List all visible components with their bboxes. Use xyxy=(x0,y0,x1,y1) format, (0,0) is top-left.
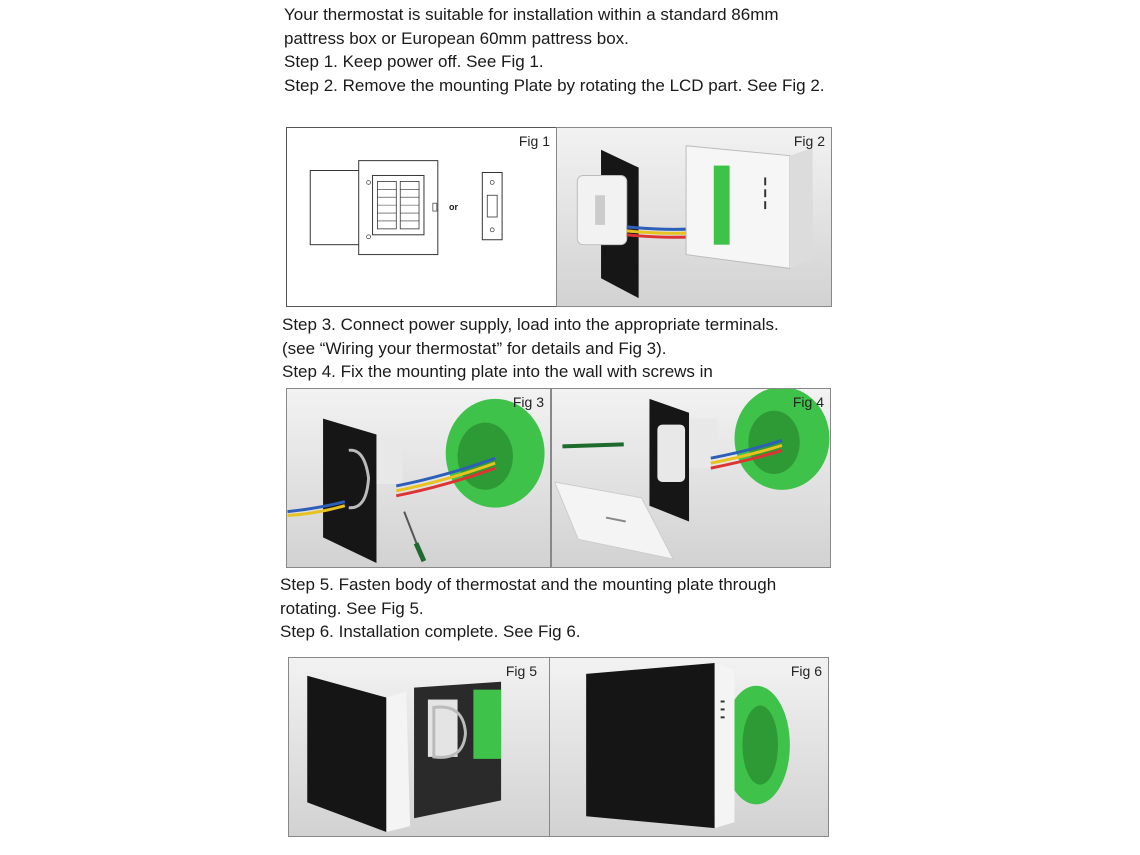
pattress-box-diagram xyxy=(309,160,503,256)
fig-6-label: Fig 6 xyxy=(790,663,822,679)
fig-1-label: Fig 1 xyxy=(518,133,550,149)
step-6-text: Step 6. Installation complete. See Fig 6… xyxy=(280,622,581,641)
text-line: rotating. See Fig 5. xyxy=(280,598,424,618)
step-1-text: Step 1. Keep power off. See Fig 1. xyxy=(284,52,544,71)
text-line: (see “Wiring your thermostat” for detail… xyxy=(282,338,667,358)
or-label: or xyxy=(449,202,458,212)
text-line: pattress box or European 60mm pattress b… xyxy=(284,28,629,48)
wiring-connection-illustration xyxy=(287,398,545,564)
figure-3: Fig 3 xyxy=(286,388,551,568)
thermostat-removal-illustration xyxy=(576,145,813,299)
steps-5-6-paragraph: Step 5. Fasten body of thermostat and th… xyxy=(280,573,776,644)
mounting-plate-screw-illustration xyxy=(553,389,830,560)
figure-5: Fig 5 xyxy=(288,657,550,837)
figure-1: or Fig 1 xyxy=(286,127,557,307)
installation-complete-illustration xyxy=(586,662,790,829)
step-3-text: Step 3. Connect power supply, load into … xyxy=(282,315,779,334)
step-2-text: Step 2. Remove the mounting Plate by rot… xyxy=(284,75,825,95)
fig-2-label: Fig 2 xyxy=(793,133,825,149)
steps-3-4-paragraph: Step 3. Connect power supply, load into … xyxy=(282,313,779,384)
text-line: Your thermostat is suitable for installa… xyxy=(284,5,779,24)
fig-3-label: Fig 3 xyxy=(512,394,544,410)
fastening-body-illustration xyxy=(307,675,502,833)
figure-6: Fig 6 xyxy=(549,657,829,837)
intro-paragraph: Your thermostat is suitable for installa… xyxy=(284,3,825,97)
fig-5-label: Fig 5 xyxy=(505,663,537,679)
figure-4: Fig 4 xyxy=(551,388,831,568)
figure-2: Fig 2 xyxy=(556,127,832,307)
fig-4-label: Fig 4 xyxy=(792,394,824,410)
step-4-text: Step 4. Fix the mounting plate into the … xyxy=(282,362,713,381)
step-5-text: Step 5. Fasten body of thermostat and th… xyxy=(280,575,777,594)
